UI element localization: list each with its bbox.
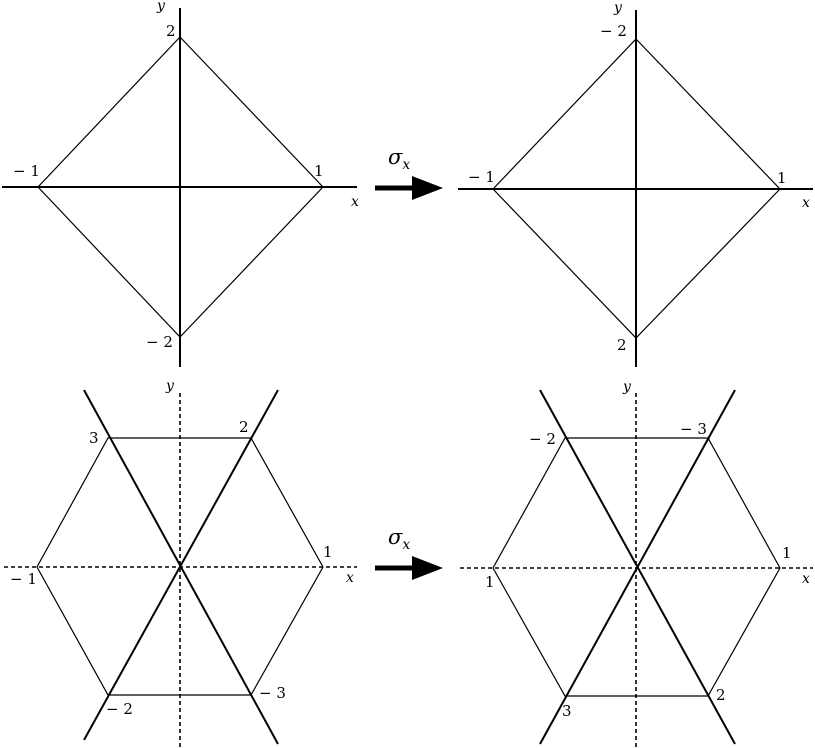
x-axis-label: x xyxy=(346,570,354,586)
square-outline xyxy=(37,36,324,338)
y-axis-label: y xyxy=(156,0,166,14)
vertex-label-upper-left: − 2 xyxy=(529,430,556,448)
sigma-x-arrow-bottom: σx xyxy=(375,525,443,580)
hexagon-after-panel: y x − 2 − 3 1 2 3 1 xyxy=(460,379,813,748)
hexagon-outline xyxy=(492,437,781,697)
vertex-label-upper-right: 2 xyxy=(239,418,249,436)
vertex-label-lower-left: − 2 xyxy=(106,700,133,718)
vertex-label-lower-right: − 3 xyxy=(259,684,286,702)
vertex-label-right: 1 xyxy=(782,544,792,562)
square-after-panel: y x − 2 1 − 1 2 xyxy=(458,0,813,367)
vertex-label-right: 1 xyxy=(323,543,333,561)
x-axis-label: x xyxy=(802,571,810,587)
operation-symbol: σx xyxy=(388,145,410,173)
y-axis-label: y xyxy=(622,379,632,395)
vertex-label-right: 1 xyxy=(314,162,324,180)
vertex-label-left: − 1 xyxy=(10,570,37,588)
sigma-x-arrow-top: σx xyxy=(375,145,443,200)
hexagon-before-panel: y x 3 2 1 − 3 − 2 − 1 xyxy=(4,378,357,748)
y-axis-label: y xyxy=(165,378,175,394)
vertex-label-left: 1 xyxy=(485,573,495,591)
x-axis-label: x xyxy=(351,194,359,210)
vertex-label-left: − 1 xyxy=(13,162,40,180)
mirror-line-falling xyxy=(83,389,279,745)
vertex-label-left: − 1 xyxy=(468,168,495,186)
square-before-panel: y x 2 1 − 1 − 2 xyxy=(2,0,359,367)
vertex-label-bottom: − 2 xyxy=(146,333,173,351)
vertex-label-lower-right: 2 xyxy=(716,686,726,704)
arrow-head xyxy=(412,176,443,200)
vertex-label-top: 2 xyxy=(166,22,176,40)
vertex-label-right: 1 xyxy=(777,169,787,187)
square-outline xyxy=(492,38,781,339)
mirror-line-falling xyxy=(539,389,736,745)
vertex-label-top: − 2 xyxy=(600,22,627,40)
arrow-head xyxy=(412,556,443,580)
x-axis-label: x xyxy=(802,195,810,211)
vertex-label-upper-right: − 3 xyxy=(680,420,707,438)
vertex-label-lower-left: 3 xyxy=(562,702,572,720)
vertex-label-bottom: 2 xyxy=(617,336,627,354)
vertex-label-upper-left: 3 xyxy=(89,429,99,447)
hexagon-outline xyxy=(36,437,324,696)
y-axis-label: y xyxy=(613,0,623,16)
operation-symbol: σx xyxy=(388,525,410,553)
